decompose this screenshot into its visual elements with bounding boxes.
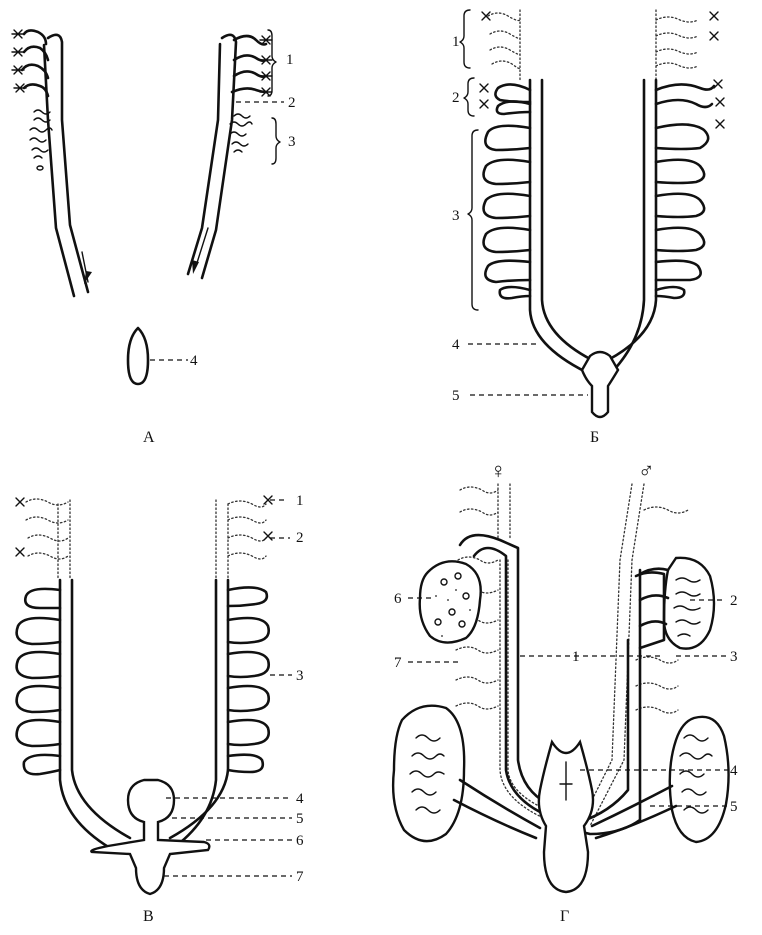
pronephros-tubules-right — [230, 34, 273, 97]
label-a-2: 2 — [288, 95, 296, 111]
panel-g: ♀ ♂ — [391, 458, 738, 925]
label-v-4: 4 — [296, 791, 304, 807]
mesonephros-anlage-right — [229, 113, 253, 153]
mesonephric-tubules-right-v — [226, 586, 270, 774]
degenerated-tubules-b — [487, 9, 699, 81]
panel-b: 1 2 3 4 5 Б — [452, 9, 725, 446]
ovary-follicles — [434, 572, 471, 637]
caption-b: Б — [590, 429, 599, 446]
label-v-2: 2 — [296, 530, 304, 546]
label-a-4: 4 — [190, 353, 198, 369]
mesonephric-tubules-left-b — [482, 83, 532, 300]
label-v-7: 7 — [296, 869, 304, 885]
label-b-4: 4 — [452, 337, 460, 353]
male-symbol: ♂ — [638, 458, 655, 483]
mesonephric-tubules-left-v — [15, 587, 62, 776]
kidney-left-tubules — [409, 734, 445, 814]
label-v-6: 6 — [296, 833, 304, 849]
kidney-right-tubules — [679, 734, 713, 814]
mesonephros-anlage-left — [29, 109, 53, 171]
caption-a: А — [143, 429, 155, 446]
label-g-5: 5 — [730, 799, 738, 815]
label-g-6: 6 — [394, 591, 402, 607]
caption-g: Г — [560, 908, 569, 925]
female-symbol: ♀ — [490, 458, 507, 483]
label-g-4: 4 — [730, 763, 738, 779]
label-g-3: 3 — [730, 649, 738, 665]
label-a-1: 1 — [286, 52, 294, 68]
pronephros-tubules-left — [11, 29, 50, 98]
label-v-1: 1 — [296, 493, 304, 509]
panel-a: 1 2 3 4 А — [11, 29, 296, 446]
label-v-5: 5 — [296, 811, 304, 827]
label-b-2: 2 — [452, 90, 460, 106]
label-g-7: 7 — [394, 655, 402, 671]
mesonephric-tubules-right-b — [654, 11, 725, 300]
label-b-3: 3 — [452, 208, 460, 224]
label-a-3: 3 — [288, 134, 296, 150]
label-b-1: 1 — [452, 34, 460, 50]
panel-v: 1 2 3 4 5 6 7 В — [15, 493, 304, 925]
label-v-3: 3 — [296, 668, 304, 684]
label-g-2: 2 — [730, 593, 738, 609]
degenerated-tubules-v — [15, 495, 273, 579]
label-g-1: 1 — [572, 649, 580, 665]
label-b-5: 5 — [452, 388, 460, 404]
caption-v: В — [143, 908, 154, 925]
